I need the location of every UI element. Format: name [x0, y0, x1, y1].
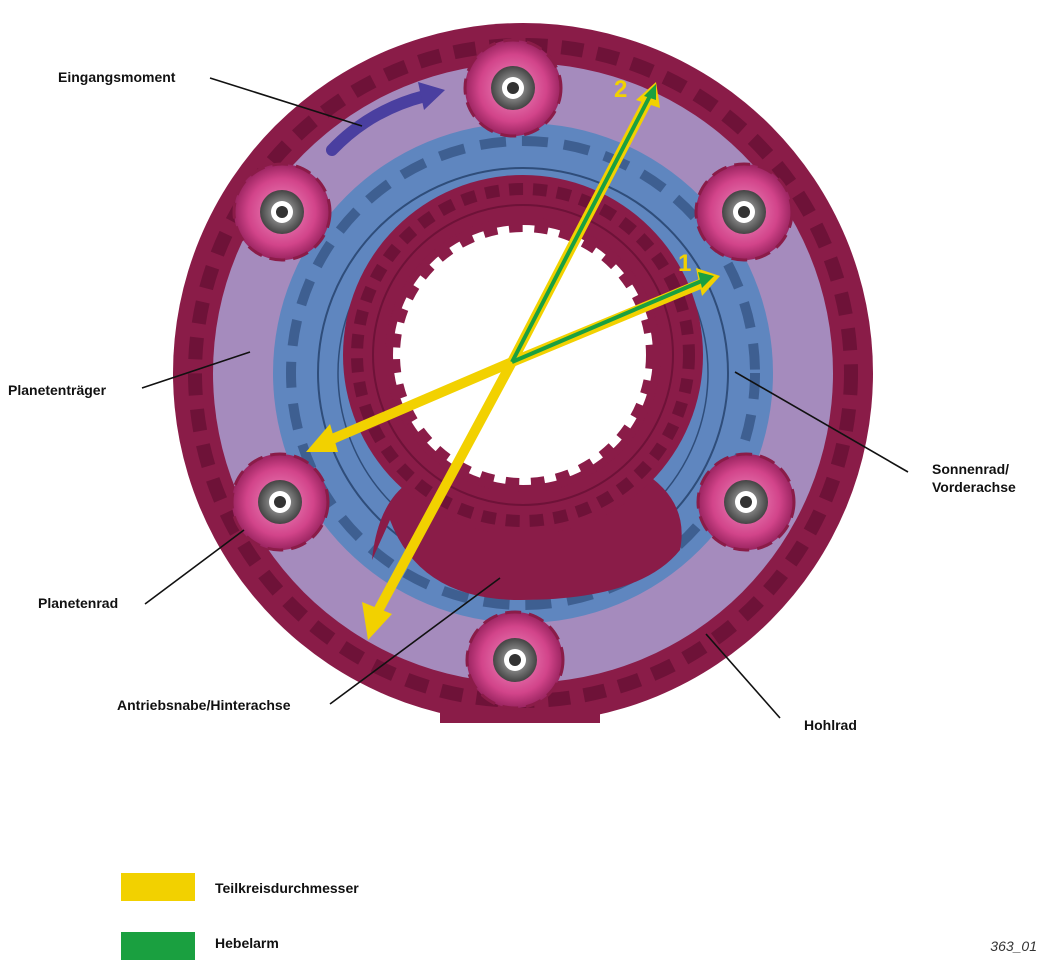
legend-label-pitch-diameter: Teilkreisdurchmesser: [215, 879, 359, 897]
planet-gear-3: [696, 164, 792, 260]
label-antriebsnabe: Antriebsnabe/Hinterachse: [117, 696, 291, 714]
figure-id: 363_01: [990, 938, 1037, 954]
label-hohlrad: Hohlrad: [804, 716, 857, 734]
planet-gear-6: [467, 612, 563, 708]
label-planetenrad: Planetenrad: [38, 594, 118, 612]
planet-gear-1: [465, 40, 561, 136]
arrow-number-1: 1: [678, 252, 691, 276]
planet-gear-2: [234, 164, 330, 260]
label-planetentraeger: Planetenträger: [8, 381, 106, 399]
planet-gear-4: [232, 454, 328, 550]
legend-label-lever-arm: Hebelarm: [215, 934, 279, 952]
label-sonnenrad-line1: Sonnenrad/: [932, 460, 1016, 478]
label-sonnenrad-line2: Vorderachse: [932, 478, 1016, 496]
label-sonnenrad: Sonnenrad/ Vorderachse: [932, 460, 1016, 496]
label-eingangsmoment: Eingangsmoment: [58, 68, 175, 86]
legend-swatch-lever-arm: [121, 932, 195, 960]
legend-swatch-pitch-diameter: [121, 873, 195, 901]
planet-gear-5: [698, 454, 794, 550]
arrow-number-2: 2: [614, 78, 627, 102]
